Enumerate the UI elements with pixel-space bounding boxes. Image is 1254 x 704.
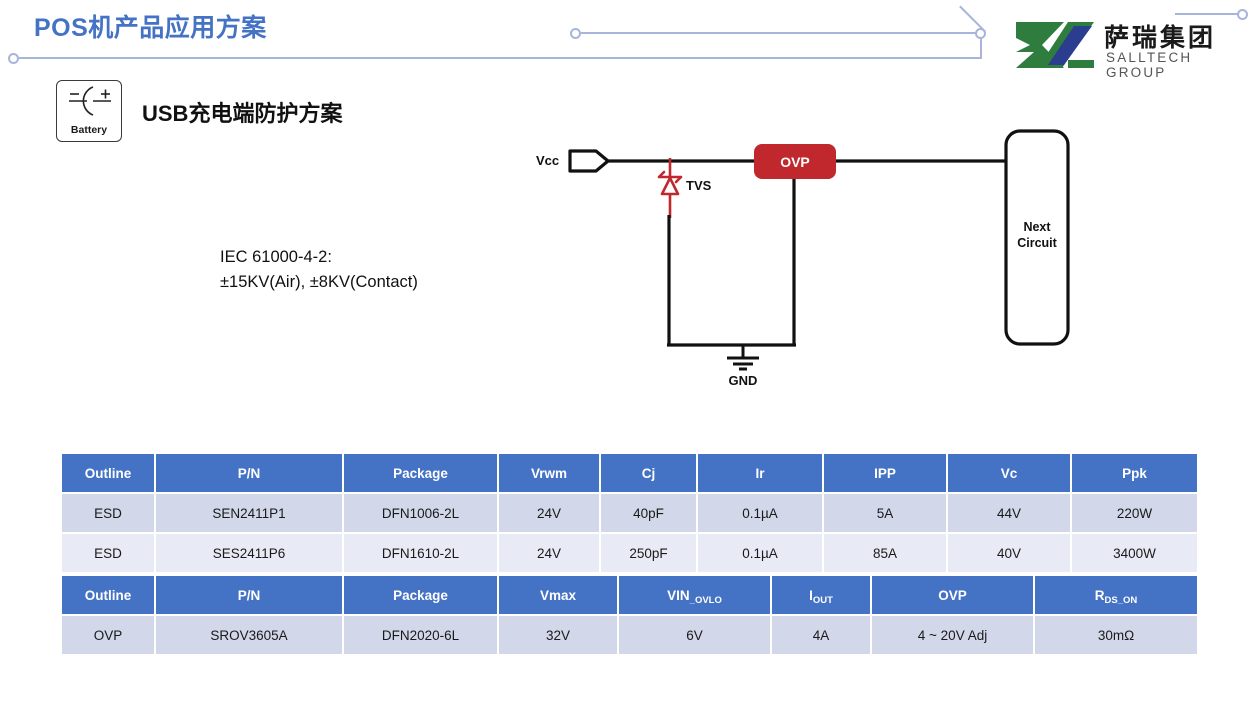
cell-vc: 44V xyxy=(948,494,1072,534)
logo-company-name-en: SALLTECH GROUP xyxy=(1106,50,1193,80)
iec-note-line2: ±15KV(Air), ±8KV(Contact) xyxy=(220,273,418,291)
col-header-ovp: OVP xyxy=(872,576,1035,616)
iec-note: IEC 61000-4-2: ±15KV(Air), ±8KV(Contact) xyxy=(220,245,418,295)
page-title: POS机产品应用方案 xyxy=(34,14,267,42)
cell-package: DFN2020-6L xyxy=(344,616,499,656)
col-header-ppk: Ppk xyxy=(1072,454,1197,494)
table-header-row: Outline P/N Package Vmax VIN_OVLO IOUT O… xyxy=(62,576,1197,616)
deco-dot-mid xyxy=(570,28,581,39)
logo-company-name-cn: 萨瑞集团 xyxy=(1104,23,1217,52)
deco-dot-left xyxy=(8,53,19,64)
col-header-vmax: Vmax xyxy=(499,576,619,616)
col-header-ipp: IPP xyxy=(824,454,948,494)
cell-ovp: 4 ~ 20V Adj xyxy=(872,616,1035,656)
col-header-ir: Ir xyxy=(698,454,824,494)
esd-spec-table: Outline P/N Package Vrwm Cj Ir IPP Vc Pp… xyxy=(62,454,1197,574)
col-header-pn: P/N xyxy=(156,576,344,616)
deco-line-lower xyxy=(19,57,982,59)
deco-line-upper xyxy=(581,32,980,34)
company-logo: 萨瑞集团 SALLTECH GROUP xyxy=(1012,18,1242,80)
battery-label: Battery xyxy=(70,124,108,136)
table-header-row: Outline P/N Package Vrwm Cj Ir IPP Vc Pp… xyxy=(62,454,1197,494)
col-header-rds-on: RDS_ON xyxy=(1035,576,1197,616)
col-header-package: Package xyxy=(344,454,499,494)
cell-pn: SROV3605A xyxy=(156,616,344,656)
cell-ppk: 3400W xyxy=(1072,534,1197,574)
cell-vrwm: 24V xyxy=(499,534,601,574)
table-row: OVP SROV3605A DFN2020-6L 32V 6V 4A 4 ~ 2… xyxy=(62,616,1197,656)
cell-pn: SEN2411P1 xyxy=(156,494,344,534)
cell-vrwm: 24V xyxy=(499,494,601,534)
tvs-zener-bar-icon xyxy=(657,170,683,184)
logo-mark-icon xyxy=(1016,22,1094,68)
battery-chip: Battery xyxy=(56,80,122,142)
cell-vmax: 32V xyxy=(499,616,619,656)
cell-package: DFN1006-2L xyxy=(344,494,499,534)
cell-ir: 0.1µA xyxy=(698,534,824,574)
ovp-block xyxy=(754,144,836,179)
cell-pn: SES2411P6 xyxy=(156,534,344,574)
cell-vc: 40V xyxy=(948,534,1072,574)
cell-package: DFN1610-2L xyxy=(344,534,499,574)
col-header-package: Package xyxy=(344,576,499,616)
cell-ipp: 85A xyxy=(824,534,948,574)
cell-outline: OVP xyxy=(62,616,156,656)
col-header-cj: Cj xyxy=(601,454,698,494)
vcc-label: Vcc xyxy=(536,153,559,168)
next-circuit-block xyxy=(1004,129,1070,346)
col-header-vrwm: Vrwm xyxy=(499,454,601,494)
cell-ppk: 220W xyxy=(1072,494,1197,534)
vcc-connector-icon xyxy=(568,149,610,173)
cell-cj: 250pF xyxy=(601,534,698,574)
circuit-schematic: Vcc TVS GND OVP Next Circuit xyxy=(536,129,1070,388)
col-header-vin-ovlo: VIN_OVLO xyxy=(619,576,772,616)
cell-outline: ESD xyxy=(62,494,156,534)
cell-rds-on: 30mΩ xyxy=(1035,616,1197,656)
cell-ir: 0.1µA xyxy=(698,494,824,534)
subtitle-rest: 充电端防护方案 xyxy=(188,101,343,127)
section-subtitle: USB充电端防护方案 xyxy=(142,96,342,128)
cell-iout: 4A xyxy=(772,616,872,656)
col-header-pn: P/N xyxy=(156,454,344,494)
iec-note-line1: IEC 61000-4-2: xyxy=(220,248,332,266)
col-header-outline: Outline xyxy=(62,576,156,616)
tvs-label: TVS xyxy=(686,178,712,193)
ovp-spec-table: Outline P/N Package Vmax VIN_OVLO IOUT O… xyxy=(62,576,1197,656)
subtitle-lead: USB xyxy=(142,101,189,126)
deco-dot-top-right xyxy=(1237,9,1248,20)
table-row: ESD SES2411P6 DFN1610-2L 24V 250pF 0.1µA… xyxy=(62,534,1197,574)
tvs-diode-body-icon xyxy=(660,176,680,196)
deco-line-top-right xyxy=(1175,13,1239,15)
next-circuit-label-line2: Circuit xyxy=(1017,236,1057,250)
cell-cj: 40pF xyxy=(601,494,698,534)
gnd-label: GND xyxy=(729,373,758,388)
deco-line-riser xyxy=(980,35,982,59)
cell-outline: ESD xyxy=(62,534,156,574)
battery-symbol-icon xyxy=(69,86,111,116)
cell-vin-ovlo: 6V xyxy=(619,616,772,656)
col-header-iout: IOUT xyxy=(772,576,872,616)
next-circuit-label-line1: Next xyxy=(1023,220,1051,234)
col-header-outline: Outline xyxy=(62,454,156,494)
ovp-block-label: OVP xyxy=(780,154,810,170)
table-row: ESD SEN2411P1 DFN1006-2L 24V 40pF 0.1µA … xyxy=(62,494,1197,534)
col-header-vc: Vc xyxy=(948,454,1072,494)
cell-ipp: 5A xyxy=(824,494,948,534)
